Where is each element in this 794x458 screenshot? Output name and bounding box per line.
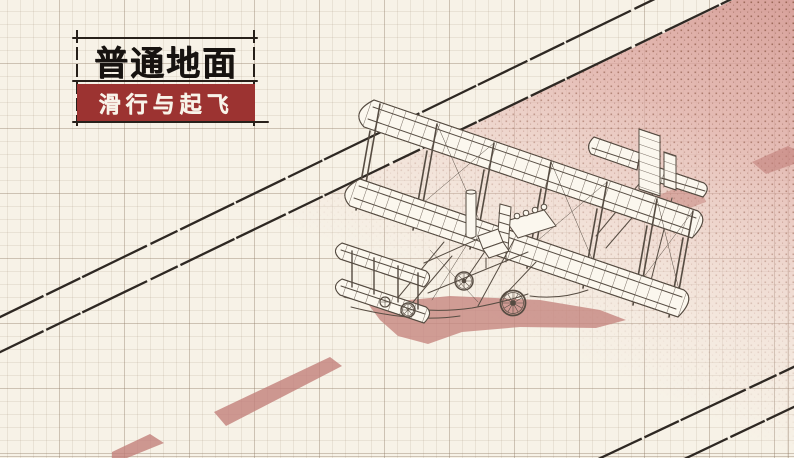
wright-flyer-biplane	[335, 99, 708, 324]
runway-centerline-dashes	[112, 146, 794, 458]
front-wheels	[379, 296, 416, 318]
main-wheel	[499, 289, 527, 317]
title-rule-middle	[72, 80, 258, 83]
upper-wing	[358, 99, 704, 239]
title-rule-bottom	[72, 121, 269, 124]
page-subtitle: 滑行与起飞	[98, 92, 234, 118]
pilot-seat	[477, 228, 510, 269]
lower-wing	[344, 178, 690, 318]
title-tick-left	[76, 30, 79, 126]
title-rule-top	[72, 37, 258, 40]
title-tick-right	[253, 30, 256, 126]
mid-wheel	[454, 271, 474, 291]
fuel-tank	[465, 189, 477, 239]
subtitle-banner: 滑行与起飞	[77, 84, 255, 121]
tail-assembly	[588, 128, 708, 198]
page-title: 普通地面	[94, 43, 238, 84]
